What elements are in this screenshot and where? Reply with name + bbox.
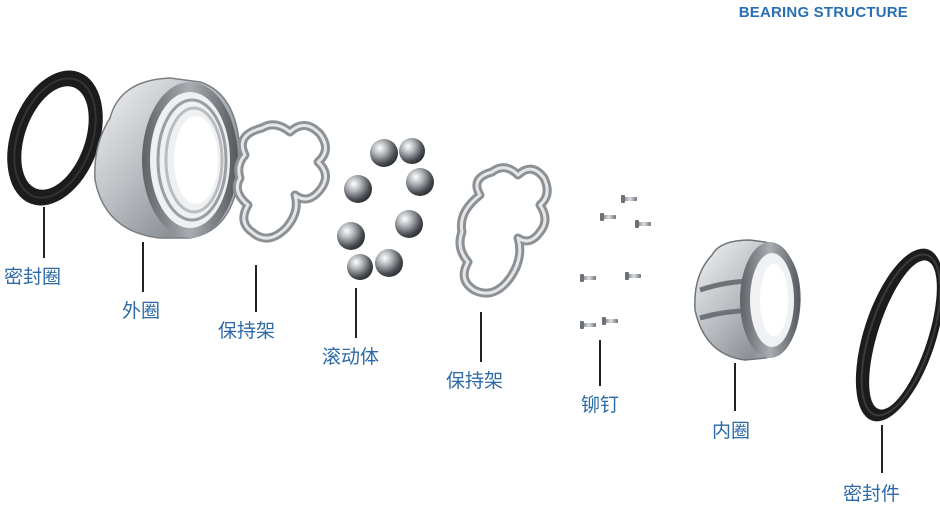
label-inner-ring: 内圈: [712, 420, 751, 442]
ball: [406, 168, 434, 196]
label-rolling-elements: 滚动体: [322, 346, 380, 368]
rivet: [580, 321, 596, 329]
ball: [370, 139, 398, 167]
leader-lines: [43, 207, 883, 473]
inner-ring-part: [694, 239, 801, 361]
rivet: [602, 317, 618, 325]
seal-ring-part: [7, 70, 103, 206]
rivet: [600, 213, 616, 221]
rivet: [621, 195, 637, 203]
label-seal-ring: 密封圈: [4, 266, 62, 288]
rivet: [635, 220, 651, 228]
ball: [375, 249, 403, 277]
ball: [344, 175, 372, 203]
label-seal: 密封件: [843, 483, 901, 505]
rivet: [625, 272, 641, 280]
diagram-title: BEARING STRUCTURE: [738, 4, 908, 21]
ball: [395, 210, 423, 238]
label-cage-right: 保持架: [446, 370, 504, 392]
cage-right-part: [455, 163, 552, 298]
outer-ring-part: [94, 77, 241, 239]
rivets-part: [580, 195, 651, 329]
ball: [399, 138, 425, 164]
label-cage-left: 保持架: [218, 320, 276, 342]
seal-part: [855, 248, 940, 422]
ball: [347, 254, 373, 280]
label-rivets: 铆钉: [581, 394, 620, 416]
label-outer-ring: 外圈: [122, 300, 161, 322]
cage-left-part: [232, 120, 330, 243]
rivet: [580, 274, 596, 282]
rolling-elements-part: [337, 138, 434, 280]
ball: [337, 222, 365, 250]
